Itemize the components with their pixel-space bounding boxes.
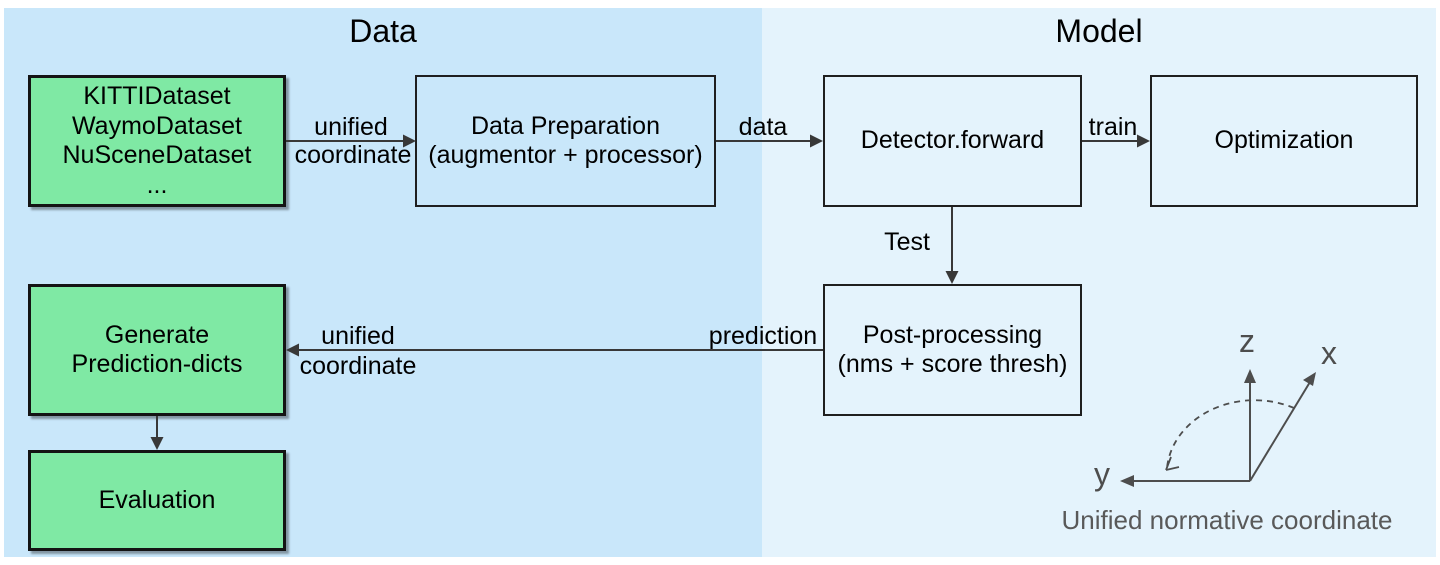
node-evaluation-line: Evaluation <box>98 485 216 514</box>
data-section-title: Data <box>349 13 417 49</box>
edge-label-unified-coordinate-bottom-line1: unified <box>321 322 395 350</box>
node-detector-forward-line: Detector.forward <box>860 126 1045 155</box>
node-generate-prediction-dicts-line: Prediction-dicts <box>71 350 243 378</box>
node-datasets-line: WaymoDataset <box>72 111 242 140</box>
node-evaluation: Evaluation <box>28 450 286 551</box>
edge-label-train: train <box>1088 113 1138 141</box>
node-datasets: KITTIDataset WaymoDataset NuSceneDataset… <box>28 75 286 207</box>
axis-x-label: x <box>1321 335 1337 371</box>
node-post-processing: Post-processing (nms + score thresh) <box>823 284 1082 416</box>
node-post-processing-line: (nms + score thresh) <box>837 350 1068 378</box>
edge-label-prediction: prediction <box>708 322 818 350</box>
node-data-preparation-line: Data Preparation <box>470 111 660 140</box>
node-detector-forward: Detector.forward <box>823 75 1082 207</box>
edge-label-unified-coordinate-top-line2: coordinate <box>294 141 412 169</box>
node-optimization-line: Optimization <box>1214 126 1354 155</box>
node-generate-prediction-dicts-line: Generate <box>104 320 210 349</box>
coordinate-caption: Unified normative coordinate <box>1061 505 1393 535</box>
node-post-processing-line: Post-processing <box>862 320 1043 349</box>
node-generate-prediction-dicts: Generate Prediction-dicts <box>28 284 286 416</box>
edge-label-test: Test <box>884 228 930 256</box>
node-data-preparation-line: (augmentor + processor) <box>428 141 703 169</box>
node-optimization: Optimization <box>1150 75 1418 207</box>
edge-label-unified-coordinate-bottom-line2: coordinate <box>299 352 417 380</box>
node-data-preparation: Data Preparation (augmentor + processor) <box>415 75 716 207</box>
node-datasets-line: KITTIDataset <box>83 82 231 110</box>
edge-label-unified-coordinate-top-line1: unified <box>314 113 388 141</box>
edge-label-data: data <box>738 113 788 141</box>
axis-z-label: z <box>1239 323 1255 359</box>
model-section-title: Model <box>1055 13 1143 49</box>
node-datasets-line: ... <box>146 170 168 199</box>
axis-y-label: y <box>1094 456 1110 492</box>
node-datasets-line: NuSceneDataset <box>62 141 252 169</box>
